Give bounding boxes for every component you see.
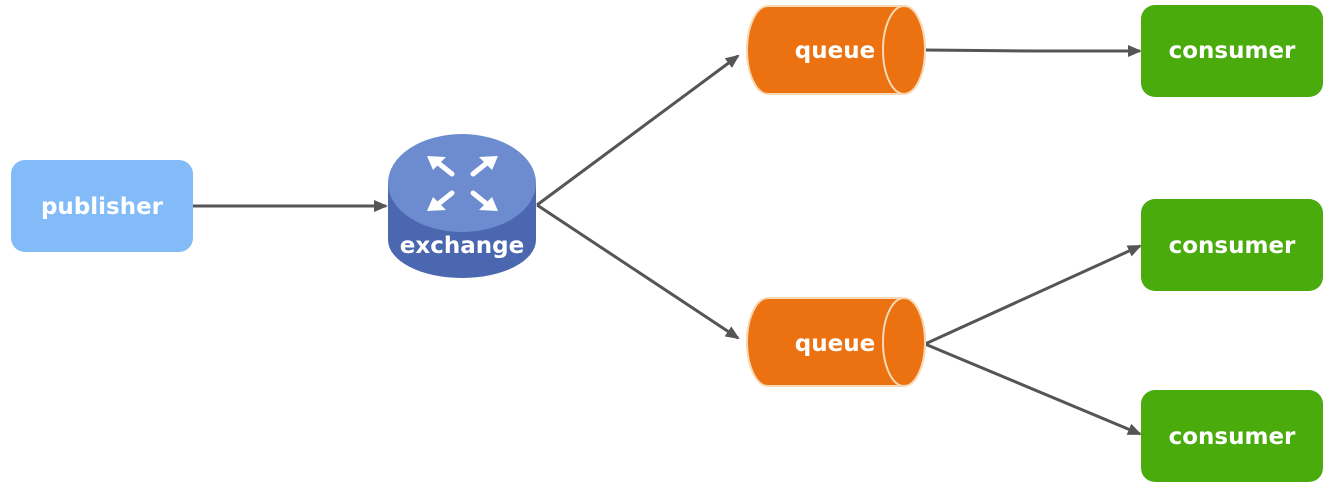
- queue-1-label: queue: [795, 38, 875, 64]
- consumer-2-box: [1141, 199, 1323, 291]
- exchange-node: exchange: [388, 134, 536, 278]
- consumer-node-1: consumer: [1141, 5, 1323, 97]
- arrow-queue-1-to-consumer-1: [924, 45, 1142, 57]
- arrow-queue-2-to-consumer-2: [924, 244, 1142, 346]
- queue-node-1: queue: [746, 5, 926, 95]
- connectors: [193, 45, 1142, 436]
- consumer-1-box: [1141, 5, 1323, 97]
- consumer-3-label: consumer: [1169, 424, 1296, 450]
- exchange-label: exchange: [400, 233, 524, 259]
- consumer-node-2: consumer: [1141, 199, 1323, 291]
- exchange-top: [388, 134, 536, 232]
- arrow-queue-2-to-consumer-3: [924, 342, 1142, 436]
- arrow-exchange-to-queue-1: [536, 54, 740, 207]
- consumer-2-label: consumer: [1169, 233, 1296, 259]
- queue-node-2: queue: [746, 297, 926, 387]
- arrow-exchange-to-queue-2: [536, 203, 740, 340]
- queue-2-label: queue: [795, 331, 875, 357]
- four-arrows-icon: [427, 156, 498, 211]
- queue-2-end-cap: [882, 297, 926, 387]
- consumer-1-label: consumer: [1169, 38, 1296, 64]
- consumer-node-3: consumer: [1141, 390, 1323, 482]
- publisher-node: publisher: [11, 160, 193, 252]
- publisher-label: publisher: [41, 194, 164, 220]
- consumer-3-box: [1141, 390, 1323, 482]
- publisher-box: [11, 160, 193, 252]
- queue-1-end-cap: [882, 5, 926, 95]
